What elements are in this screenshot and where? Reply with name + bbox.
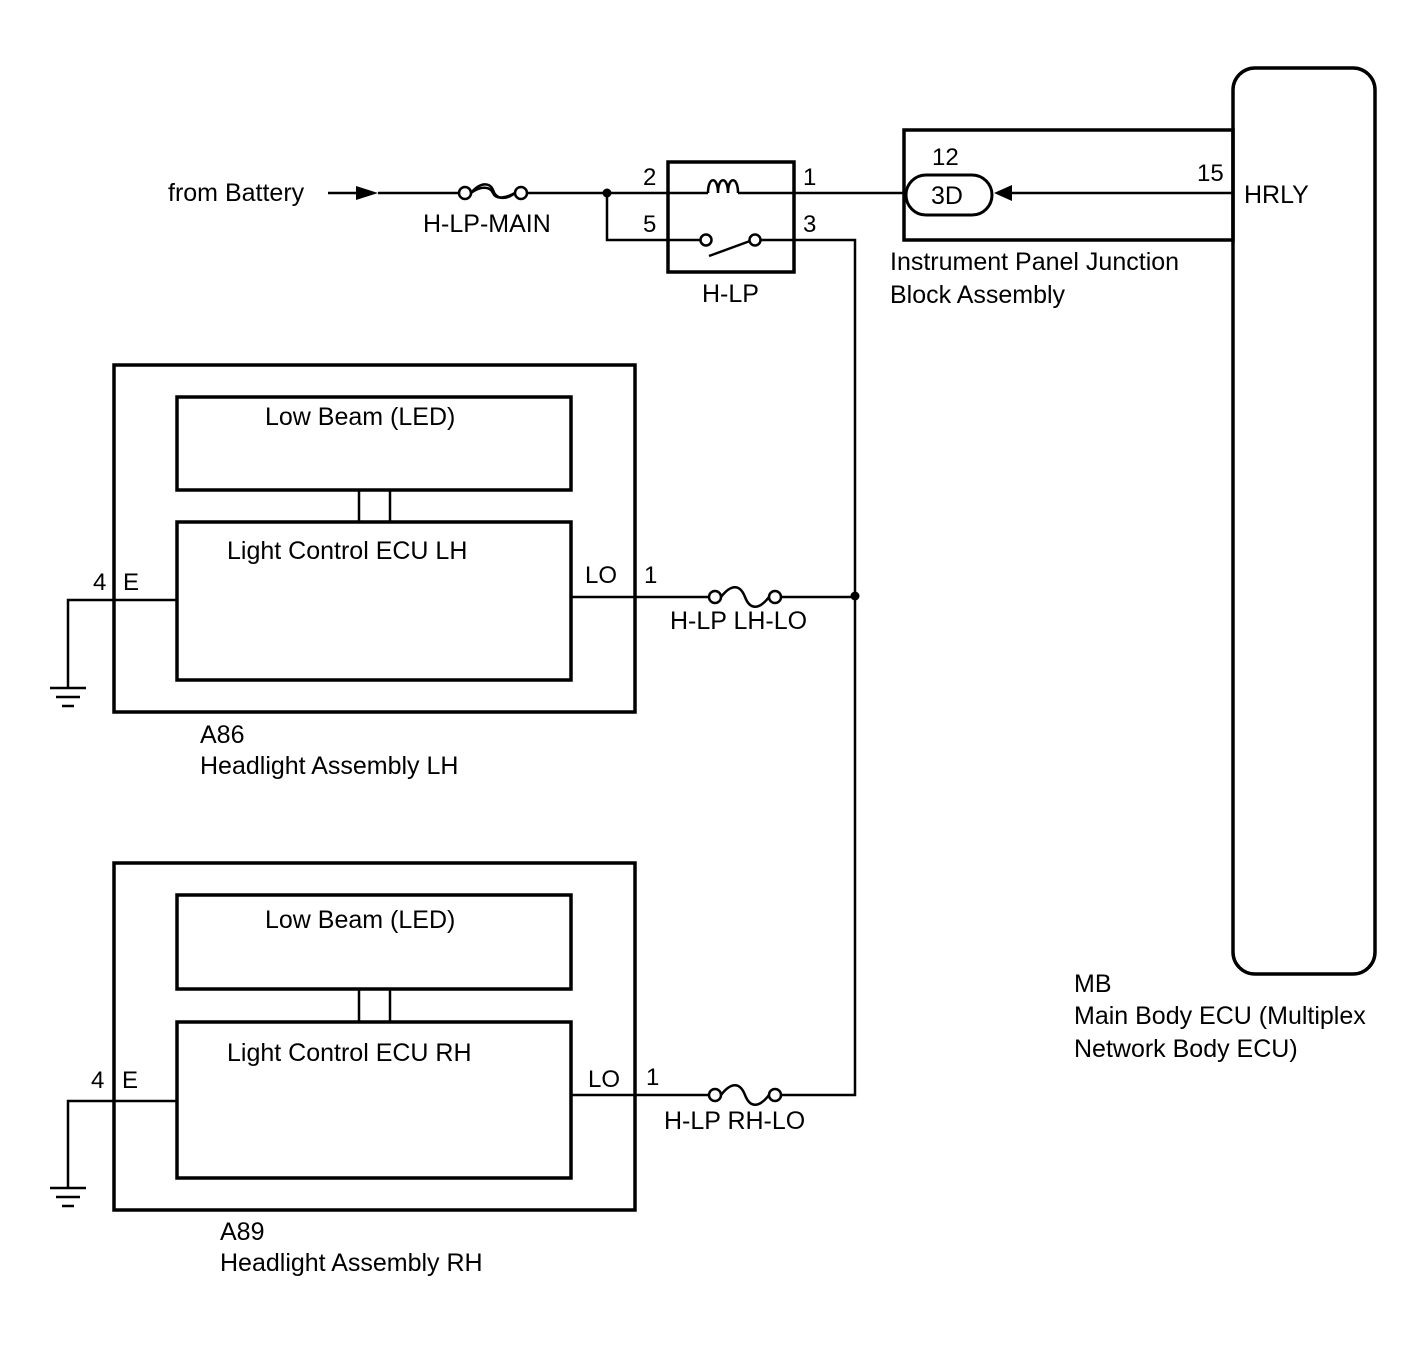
connector-arrow-icon [994,185,1233,201]
rh-ground-pin: 4 [91,1067,104,1094]
junction-label-line2: Block Assembly [890,281,1066,309]
headlight-lh-code: A86 [200,721,244,749]
battery-label: from Battery [168,179,305,207]
relay-output-bus [781,238,857,1097]
relay-pin-1: 1 [803,164,816,191]
headlight-rh-name: Headlight Assembly RH [220,1249,483,1277]
battery-arrow-icon [328,186,378,200]
lh-lo-fuse-label: H-LP LH-LO [670,607,807,635]
low-beam-lh-label: Low Beam (LED) [265,403,455,431]
rh-lo-fuse-icon [707,1084,783,1106]
rh-ground-terminal: E [122,1067,138,1094]
main-body-ecu-pin: 15 [1197,160,1224,187]
main-body-ecu-code: MB [1074,970,1112,998]
lh-lo-terminal: LO [585,562,617,589]
relay-name: H-LP [702,280,759,308]
rh-lo-pin: 1 [646,1064,659,1091]
headlight-assembly-rh [50,861,709,1212]
junction-label-line1: Instrument Panel Junction [890,248,1179,276]
junction-pin: 12 [932,144,959,171]
lh-ground-pin: 4 [93,569,106,596]
low-beam-rh [175,893,573,991]
main-body-ecu [1231,66,1377,976]
low-beam-lh [175,395,573,492]
ground-icon [50,1186,86,1208]
relay-pin-3: 3 [803,211,816,238]
ground-icon [50,686,86,708]
rh-lo-terminal: LO [588,1066,620,1093]
lh-ground-terminal: E [123,569,139,596]
main-fuse-icon [457,183,529,201]
relay-pin5-wire [605,193,668,242]
light-control-ecu-rh-label: Light Control ECU RH [227,1039,472,1067]
headlight-assembly-lh [50,363,709,714]
main-body-ecu-terminal: HRLY [1244,181,1309,209]
main-fuse-label: H-LP-MAIN [423,210,551,238]
rh-lo-fuse-label: H-LP RH-LO [664,1107,805,1135]
main-body-ecu-name-line2: Network Body ECU) [1074,1035,1298,1063]
light-control-ecu-lh-label: Light Control ECU LH [227,537,467,565]
headlight-rh-code: A89 [220,1218,264,1246]
relay-pin-2: 2 [643,164,656,191]
junction-connector [904,173,994,217]
lh-lo-pin: 1 [644,562,657,589]
relay-pin-5: 5 [643,211,656,238]
headlight-lh-name: Headlight Assembly LH [200,752,458,780]
hlp-relay [666,160,796,274]
junction-connector-code: 3D [931,182,963,210]
lh-lo-fuse-icon [707,586,783,608]
low-beam-rh-label: Low Beam (LED) [265,906,455,934]
main-body-ecu-name-line1: Main Body ECU (Multiplex [1074,1002,1366,1030]
